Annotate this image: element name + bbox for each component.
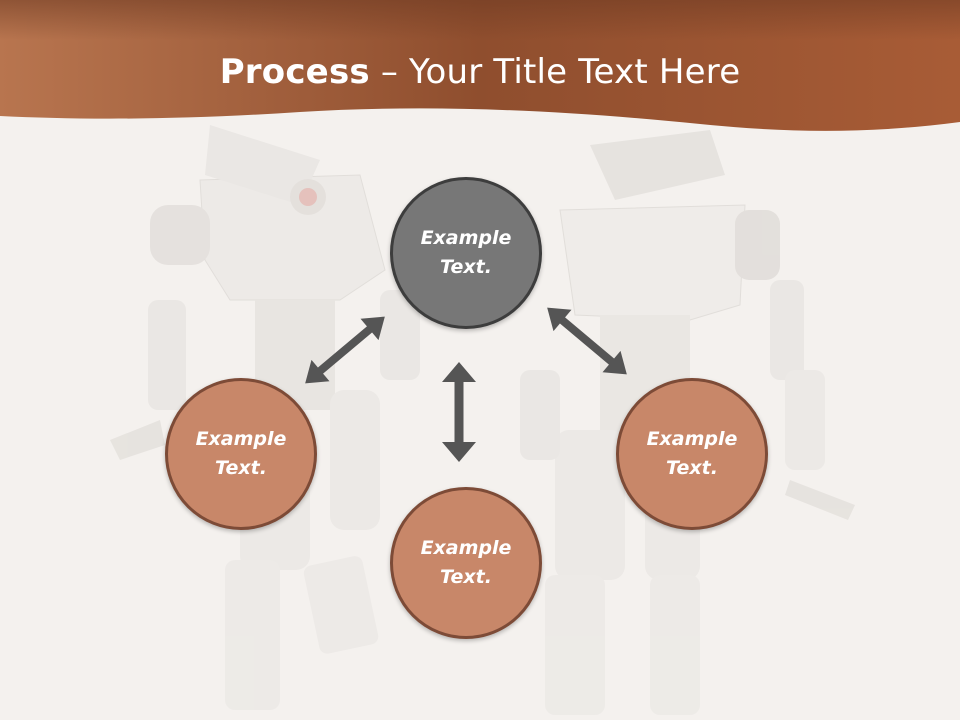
- process-node-bottom: Example Text.: [390, 487, 542, 639]
- process-node-left: Example Text.: [165, 378, 317, 530]
- process-node-top: Example Text.: [390, 177, 542, 329]
- process-node-right: Example Text.: [616, 378, 768, 530]
- title-bold: Process: [219, 52, 370, 92]
- title-rest: – Your Title Text Here: [369, 52, 741, 92]
- arrow-vertical: [442, 362, 476, 462]
- slide-title: Process – Your Title Text Here: [0, 52, 960, 92]
- arrow-top-left: [305, 316, 385, 384]
- arrow-top-right: [547, 307, 627, 375]
- robot-left-illustration: [110, 125, 420, 710]
